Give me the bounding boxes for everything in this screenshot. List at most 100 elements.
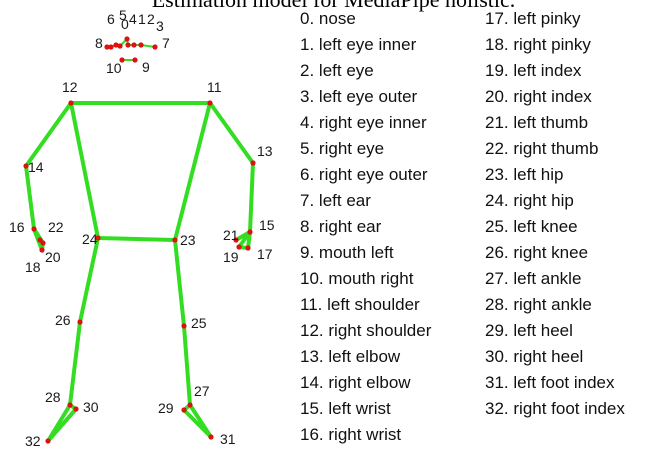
bone-29-31 — [182, 408, 213, 439]
keypoint-1 — [125, 42, 131, 48]
legend-item-label: nose — [318, 9, 356, 28]
legend-item-label: left wrist — [328, 399, 391, 418]
keypoint-12 — [68, 100, 74, 106]
keypoint-number-29: 29 — [158, 400, 174, 416]
legend-item-label: left index — [513, 61, 582, 80]
keypoint-number-30: 30 — [83, 399, 99, 415]
legend-item-3: 3. left eye outer — [300, 87, 418, 106]
bone-15-21 — [234, 230, 252, 242]
legend-item-0: 0. nose — [300, 9, 356, 28]
keypoint-number-15: 15 — [259, 217, 275, 233]
keypoint-number-23: 23 — [180, 232, 196, 248]
legend-item-number: 11 — [300, 295, 318, 314]
legend-item-label: left pinky — [513, 9, 581, 28]
legend-item-2: 2. left eye — [300, 61, 374, 80]
legend-item-29: 29. left heel — [485, 321, 573, 340]
legend-item-number: 1 — [300, 35, 310, 54]
legend-item-21: 21. left thumb — [485, 113, 589, 132]
legend-item-number: 21 — [485, 113, 504, 132]
keypoint-number-3: 3 — [156, 18, 164, 34]
keypoint-31 — [208, 434, 214, 440]
legend-item-number: 24 — [485, 191, 504, 210]
keypoint-number-5: 5 — [119, 7, 127, 23]
keypoint-number-16: 16 — [9, 219, 25, 235]
skeleton-keypoints — [23, 36, 256, 444]
legend-item-14: 14. right elbow — [300, 373, 411, 392]
keypoint-15 — [247, 229, 253, 235]
keypoint-6 — [108, 44, 114, 50]
keypoint-number-32: 32 — [25, 433, 41, 449]
keypoint-number-17: 17 — [257, 246, 273, 262]
keypoint-29 — [181, 407, 187, 413]
legend-item-label: left hip — [513, 165, 564, 184]
legend-item-32: 32. right foot index — [485, 399, 625, 418]
keypoint-number-13: 13 — [257, 143, 273, 159]
keypoint-number-9: 9 — [142, 59, 150, 75]
legend-item-18: 18. right pinky — [485, 35, 591, 54]
legend-item-label: left ankle — [513, 269, 582, 288]
legend-item-number: 13 — [300, 347, 319, 366]
legend-item-number: 28 — [485, 295, 504, 314]
keypoint-27 — [187, 402, 193, 408]
legend-item-label: left thumb — [513, 113, 589, 132]
legend-item-number: 17 — [485, 9, 504, 28]
legend-item-label: right elbow — [328, 373, 411, 392]
legend-item-13: 13. left elbow — [300, 347, 401, 366]
legend-item-number: 5 — [300, 139, 310, 158]
legend-item-label: left eye outer — [318, 87, 418, 106]
keypoint-number-10: 10 — [106, 60, 122, 76]
bone-12-24 — [69, 101, 100, 240]
legend-item-number: 23 — [485, 165, 504, 184]
legend-item-label: left foot index — [513, 373, 615, 392]
legend-item-label: right knee — [513, 243, 589, 262]
legend-item-label: left heel — [513, 321, 573, 340]
legend-item-label: mouth right — [328, 269, 414, 288]
bone-12-14 — [24, 101, 73, 168]
keypoint-number-22: 22 — [48, 219, 64, 235]
legend-item-label: left shoulder — [327, 295, 420, 314]
legend-item-10: 10. mouth right — [300, 269, 414, 288]
legend-item-number: 31 — [485, 373, 504, 392]
bone-23-25 — [173, 238, 186, 328]
legend-item-8: 8. right ear — [300, 217, 382, 236]
legend-item-number: 10 — [300, 269, 319, 288]
legend-item-number: 0 — [300, 9, 310, 28]
legend-item-28: 28. right ankle — [485, 295, 592, 314]
keypoint-5 — [113, 42, 119, 48]
legend-item-number: 2 — [300, 61, 310, 80]
keypoint-0 — [124, 36, 130, 42]
legend-item-30: 30. right heel — [485, 347, 584, 366]
keypoint-13 — [250, 160, 256, 166]
legend-item-number: 9 — [300, 243, 310, 262]
keypoint-32 — [45, 438, 51, 444]
legend-item-number: 8 — [300, 217, 310, 236]
bone-25-27 — [182, 324, 192, 407]
legend-item-label: right hip — [513, 191, 574, 210]
bone-23-24 — [96, 236, 177, 242]
keypoint-26 — [77, 319, 83, 325]
keypoint-number-1: 1 — [138, 11, 146, 27]
legend-item-number: 22 — [485, 139, 504, 158]
bone-14-16 — [24, 164, 36, 231]
legend-item-15: 15. left wrist — [300, 399, 391, 418]
legend-item-number: 3 — [300, 87, 310, 106]
skeleton-connections — [24, 38, 255, 443]
legend-item-number: 16 — [300, 425, 319, 444]
legend-item-number: 7 — [300, 191, 310, 210]
keypoint-30 — [73, 406, 79, 412]
legend-item-label: right foot index — [513, 399, 625, 418]
keypoint-number-6: 6 — [107, 11, 115, 27]
keypoint-24 — [95, 235, 101, 241]
keypoint-10 — [119, 57, 125, 63]
legend-item-24: 24. right hip — [485, 191, 574, 210]
keypoint-number-31: 31 — [220, 431, 236, 447]
keypoint-number-21: 21 — [223, 227, 239, 243]
legend-item-label: left eye — [318, 61, 374, 80]
legend-item-17: 17. left pinky — [485, 9, 581, 28]
keypoint-number-26: 26 — [55, 312, 71, 328]
bone-24-26 — [78, 236, 100, 324]
legend-item-23: 23. left hip — [485, 165, 564, 184]
keypoint-number-11: 11 — [207, 79, 222, 95]
legend-item-number: 30 — [485, 347, 504, 366]
